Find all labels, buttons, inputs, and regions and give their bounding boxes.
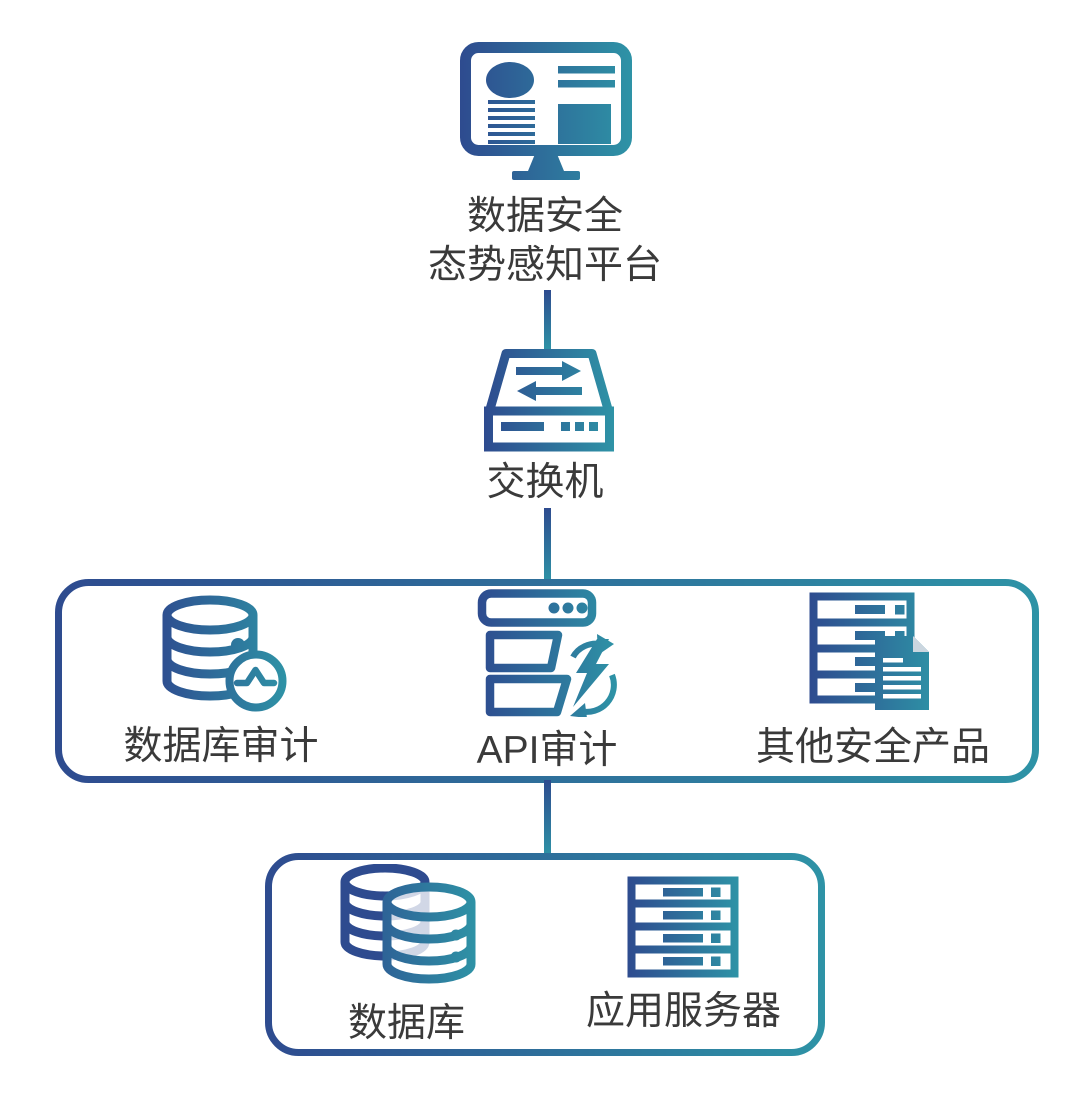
sync-arrow-bottom xyxy=(579,673,617,715)
infrastructure-box-content: 数据库 应用服务器 xyxy=(268,856,822,1053)
switch-label: 交换机 xyxy=(486,461,604,504)
node-api-audit: API审计 xyxy=(476,589,618,773)
monitor-dashboard-icon xyxy=(460,42,632,180)
connector-securitybox-infrabox xyxy=(544,780,551,856)
node-database: 数据库 xyxy=(337,863,477,1046)
node-app-server: 应用服务器 xyxy=(586,876,781,1034)
api-audit-icon xyxy=(477,589,617,717)
connector-platform-switch xyxy=(544,290,551,350)
server-document-icon xyxy=(809,592,929,710)
security-products-box xyxy=(55,579,1039,783)
arrow-left-icon xyxy=(517,381,582,401)
database-audit-icon xyxy=(162,595,287,712)
node-other-security: 其他安全产品 xyxy=(756,592,990,770)
other-security-label: 其他安全产品 xyxy=(755,726,990,769)
monitor-stand xyxy=(528,154,564,171)
arrow-right-icon xyxy=(516,361,581,381)
pulse-badge xyxy=(225,650,287,712)
infrastructure-box xyxy=(265,853,825,1056)
database-label: 数据库 xyxy=(347,1001,465,1045)
lightning-bolt-icon xyxy=(573,639,609,707)
document-icon xyxy=(874,636,929,710)
front-cylinder xyxy=(382,882,475,983)
network-switch-icon xyxy=(484,349,614,452)
application-server-icon xyxy=(627,876,739,977)
app-server-label: 应用服务器 xyxy=(585,989,781,1033)
platform-label: 数据安全 态势感知平台 xyxy=(427,195,662,287)
node-database-audit: 数据库审计 xyxy=(123,593,319,769)
api-audit-label: API审计 xyxy=(476,729,618,772)
switch-top xyxy=(485,349,613,416)
security-products-box-content: 数据库审计 API审计 xyxy=(58,582,1036,780)
connector-switch-securitybox xyxy=(544,508,551,582)
database-stack-icon xyxy=(340,863,475,983)
database-audit-label: 数据库审计 xyxy=(123,725,319,768)
pulse-line xyxy=(233,666,278,687)
